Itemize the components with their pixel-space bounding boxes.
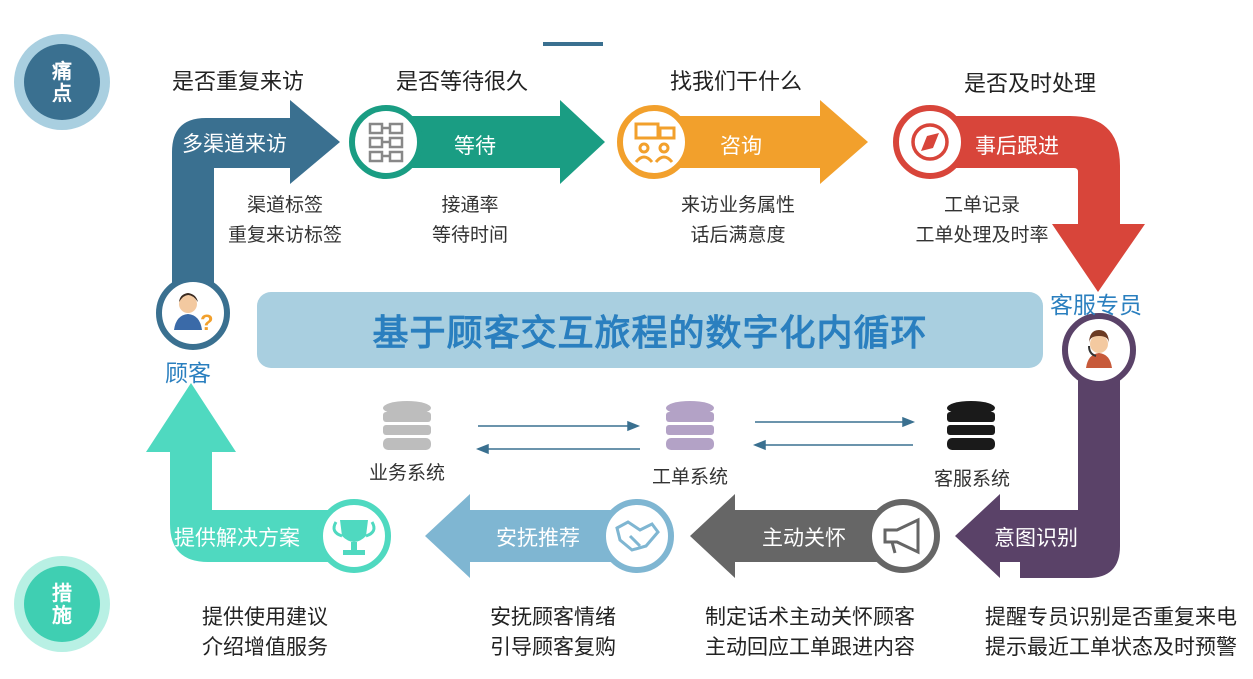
- arrow-provide: [146, 383, 380, 562]
- team-chart-icon: [634, 122, 676, 163]
- stage-multichannel-metrics: 渠道标签 重复来访标签: [218, 190, 352, 250]
- customer-avatar-icon: ?: [174, 293, 213, 335]
- stage-consult-metrics: 来访业务属性 话后满意度: [668, 190, 808, 250]
- metric-business-attr: 来访业务属性: [680, 194, 795, 216]
- arrow-consult: [628, 100, 868, 184]
- measure-provide: 提供使用建议 介绍增值服务: [190, 602, 340, 662]
- pain-badge-text: 痛 点: [24, 44, 100, 120]
- pain-badge: 痛 点: [14, 34, 110, 130]
- system-arrows: [475, 416, 916, 455]
- system-service-label: 客服系统: [933, 468, 1010, 490]
- stage-consult-label: 咨询: [720, 134, 762, 158]
- metric-repeat-tag: 重复来访标签: [227, 224, 342, 246]
- measure-comfort-line2: 引导顾客复购: [490, 635, 616, 659]
- central-banner: 基于顾客交互旅程的数字化内循环: [257, 292, 1043, 368]
- arrow-multichannel: [172, 100, 340, 300]
- measure-intent-line2: 提示最近工单状态及时预警: [985, 635, 1237, 659]
- stage-wait-metrics: 接通率 等待时间: [415, 190, 525, 250]
- agent-avatar-icon: [1086, 330, 1112, 368]
- metric-ticket-record: 工单记录: [943, 194, 1020, 216]
- arrow-care: [690, 494, 915, 578]
- pain-point-2: 是否等待很久: [396, 70, 529, 95]
- arrow-intent: [955, 494, 1090, 578]
- measure-intent: 提醒专员识别是否重复来电 提示最近工单状态及时预警: [972, 602, 1250, 662]
- stage-followup-metrics: 工单记录 工单处理及时率: [902, 190, 1062, 250]
- compass-icon: [911, 123, 949, 161]
- measure-provide-line2: 介绍增值服务: [202, 635, 328, 659]
- metric-channel-tag: 渠道标签: [246, 194, 323, 216]
- comfort-circle: [600, 499, 674, 573]
- agent-label: 客服专员: [1050, 293, 1142, 319]
- stage-comfort-label: 安抚推荐: [496, 526, 580, 550]
- stage-wait-label: 等待: [454, 134, 496, 158]
- measures-badge-text: 措 施: [24, 566, 100, 642]
- system-ticket-label: 工单系统: [651, 466, 728, 488]
- measure-care-line2: 主动回应工单跟进内容: [705, 635, 915, 659]
- stage-provide-label: 提供解决方案: [174, 526, 300, 550]
- arrow-followup: [905, 116, 1145, 292]
- trophy-icon: [332, 520, 376, 555]
- stage-intent-label: 意图识别: [994, 526, 1078, 550]
- measure-care-line1: 制定话术主动关怀顾客: [705, 605, 915, 629]
- top-accent-line: [543, 42, 603, 46]
- customer-circle: [156, 276, 230, 350]
- metric-satisfaction: 话后满意度: [690, 224, 786, 246]
- pain-point-1: 是否重复来访: [172, 70, 305, 95]
- handshake-icon: [615, 520, 660, 552]
- measure-provide-line1: 提供使用建议: [202, 605, 328, 629]
- arrow-wait: [360, 100, 605, 184]
- svg-text:?: ?: [200, 310, 213, 335]
- measure-comfort: 安抚顾客情绪 引导顾客复购: [478, 602, 628, 662]
- measure-comfort-line1: 安抚顾客情绪: [490, 605, 616, 629]
- measure-care: 制定话术主动关怀顾客 主动回应工单跟进内容: [690, 602, 930, 662]
- arrow-agent-down: [1020, 380, 1120, 578]
- metric-ticket-timeliness: 工单处理及时率: [915, 224, 1049, 246]
- arrow-comfort: [425, 494, 650, 578]
- service-db-icon: [947, 401, 995, 450]
- care-circle: [866, 499, 940, 573]
- pain-point-4: 是否及时处理: [964, 72, 1097, 97]
- measure-intent-line1: 提醒专员识别是否重复来电: [985, 605, 1237, 629]
- measures-badge: 措 施: [14, 556, 110, 652]
- customer-label: 顾客: [165, 361, 211, 387]
- metric-wait-time: 等待时间: [431, 224, 508, 246]
- stage-care-label: 主动关怀: [762, 526, 846, 550]
- pain-point-3: 找我们干什么: [670, 70, 803, 95]
- metric-connect-rate: 接通率: [441, 194, 499, 216]
- stage-followup-label: 事后跟进: [975, 134, 1059, 158]
- ticket-db-icon: [666, 401, 714, 450]
- megaphone-icon: [883, 517, 920, 555]
- consult-circle: [617, 105, 691, 179]
- stage-multichannel-label: 多渠道来访: [182, 132, 287, 156]
- business-db-icon: [383, 401, 431, 450]
- flowchart-icon: [368, 122, 404, 163]
- system-business-label: 业务系统: [368, 462, 445, 484]
